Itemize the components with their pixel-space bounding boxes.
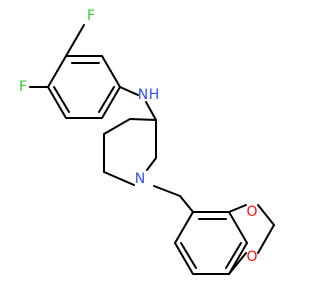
bond-bz-inner3	[180, 242, 197, 269]
fluorine-label-left: F	[19, 79, 27, 95]
bond-bz6	[174, 211, 194, 244]
bond-nh-c3	[145, 101, 157, 121]
oxygen-label-upper: O	[246, 204, 257, 220]
fluorine-label-top: F	[87, 8, 95, 24]
bond-dx2	[257, 204, 275, 226]
amine-hydrogen-label: H	[149, 87, 160, 103]
bond-n-ch2	[153, 185, 181, 197]
oxygen-label-lower: O	[246, 249, 257, 265]
bond-pip3	[103, 171, 135, 186]
bond-c-f-top	[65, 24, 85, 57]
bond-ar3	[101, 86, 121, 119]
bond-bz5	[174, 242, 194, 275]
piperidine-nitrogen-label: N	[135, 171, 145, 187]
bond-pip5	[103, 118, 131, 135]
bond-pip6	[129, 118, 157, 121]
atom-labels: F F N H N O O	[19, 8, 258, 265]
bond-bz-inner2	[225, 242, 242, 269]
bond-dx1	[228, 204, 247, 213]
amine-nitrogen-label: N	[138, 87, 148, 103]
bond-pip2	[146, 157, 157, 171]
bond-ar2	[101, 55, 121, 88]
bond-ch2-ar	[179, 195, 194, 213]
bond-ar6	[47, 55, 67, 88]
bond-ar-inner2	[98, 86, 115, 113]
bond-dx3	[257, 224, 275, 254]
bond-dx4	[228, 252, 247, 275]
bond-ar5	[47, 86, 67, 119]
bonds	[29, 24, 275, 275]
bond-ar-nh	[119, 86, 139, 96]
bond-bz2	[228, 211, 248, 244]
bond-ar-inner3	[53, 86, 70, 113]
molecule-structure: F F N H N O O	[19, 8, 275, 275]
